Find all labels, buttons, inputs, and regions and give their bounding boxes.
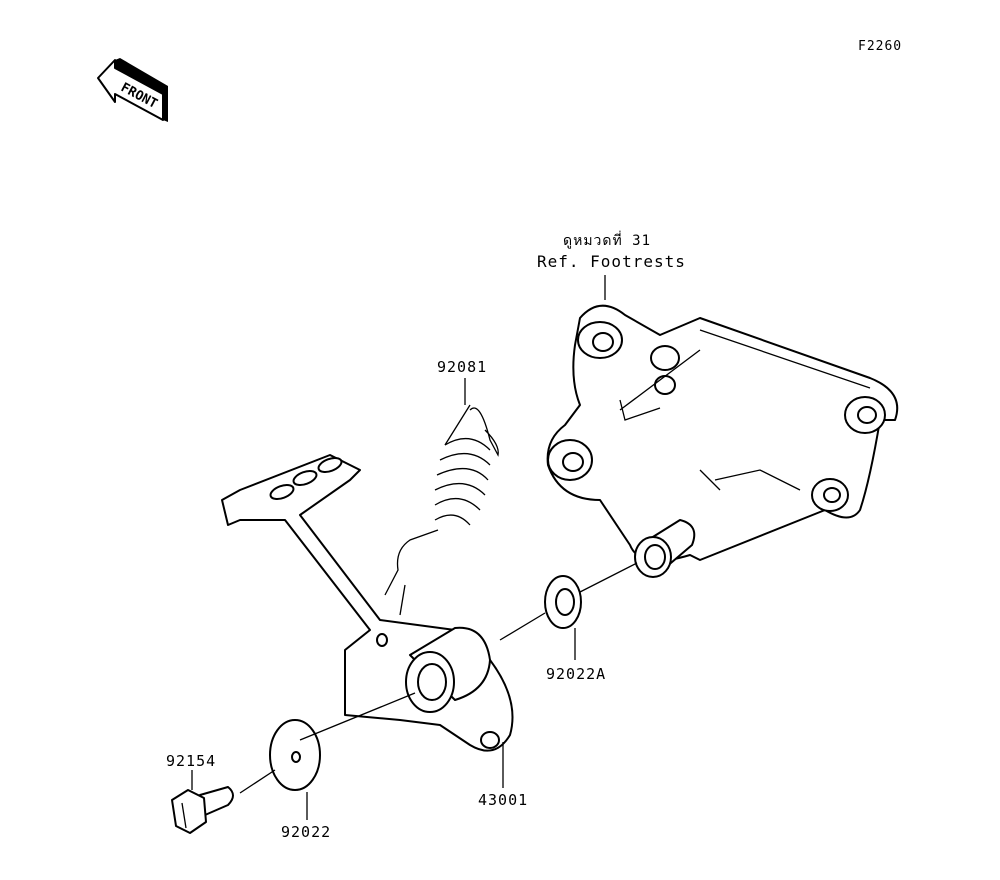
reference-thai: ดูหมวดที่ 31 <box>563 233 652 249</box>
part-label-92154[interactable]: 92154 <box>166 752 217 770</box>
bolt-92154 <box>171 786 234 834</box>
part-label-43001[interactable]: 43001 <box>478 791 529 809</box>
part-label-92081[interactable]: 92081 <box>437 358 488 376</box>
diagram-code: F2260 <box>858 39 903 54</box>
brake-pedal <box>221 454 514 752</box>
footrest-bracket <box>546 304 899 578</box>
spring <box>384 404 499 596</box>
part-label-92022A[interactable]: 92022A <box>546 665 607 683</box>
washer-92022A <box>544 575 582 629</box>
front-arrow-icon: FRONT <box>97 58 168 122</box>
washer-92022 <box>269 719 321 791</box>
part-label-92022[interactable]: 92022 <box>281 823 332 841</box>
reference-link[interactable]: Ref. Footrests <box>537 252 686 271</box>
leader-lines <box>191 275 638 820</box>
